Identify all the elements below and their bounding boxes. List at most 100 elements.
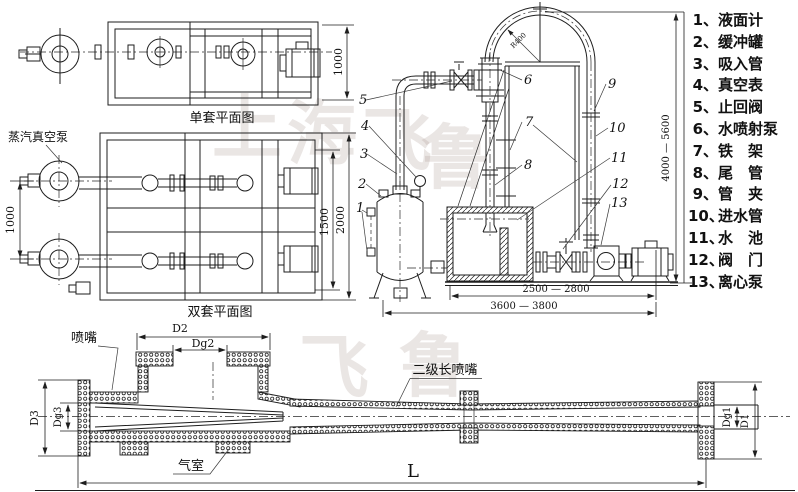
legend-item-number: 2、 [692,32,718,51]
dim-1000-label: 1000 [4,206,17,234]
legend-item-label: 管 夹 [718,185,764,204]
dim-d3-label: D3 [28,410,41,426]
nozzle-label: 喷嘴 [71,331,97,346]
watermark-char: 飞 [299,327,369,409]
legend-item-number: 5、 [692,98,718,117]
inlet-water-pipe [582,62,600,252]
legend-item-number: 3、 [692,54,718,73]
callout-1: 1 [356,201,364,216]
legend-item-number: 9、 [692,185,718,204]
check-valve [449,61,473,91]
single-set-plan-view: 1000 单套平面图 [18,21,354,126]
pipe-clamps [582,112,600,204]
watermark-char: 飞 [362,100,432,182]
legend-item-number: 8、 [692,163,718,182]
legend-item-label: 缓冲罐 [718,32,764,51]
second-stage-nozzle-label: 二级长喷嘴 [412,363,477,378]
level-gauge-tap-bottom [366,247,376,257]
callout-2: 2 [357,177,366,192]
dim-length-label: L [407,461,419,482]
arch-pipe: R400 [484,2,596,63]
legend-item: 2、缓冲罐 [688,32,798,54]
legend-item-label: 进水管 [718,207,764,226]
callout-7: 7 [525,115,534,130]
single-plan-height-dimension: 1000 [322,24,354,101]
double-plan-title: 双套平面图 [187,304,252,320]
watermark-char: 鲁 [399,325,469,407]
suction-pipe [392,61,482,190]
legend-item-number: 13、 [688,272,724,291]
watermark-char: 鲁 [421,117,491,199]
callout-10: 10 [609,121,626,136]
legend-item: 4、真空表 [688,75,798,97]
nozzle-dimensions: D2 Dg2 D3 Dg3 Dg1 D1 L [28,322,795,491]
dim-dg2-label: Dg2 [192,337,215,350]
double-set-plan-view: 蒸汽真空泵 1000 [4,129,356,320]
callout-8: 8 [524,158,532,173]
callout-9: 9 [608,77,616,92]
callout-3: 3 [360,147,368,162]
legend-item-label: 铁 架 [718,141,764,160]
legend-item-number: 10、 [688,207,724,226]
elevation-dimensions: 4000 — 5600 2500 — 2800 3600 — 3800 [382,11,692,317]
watermark-text: 上 海 飞 鲁 飞 鲁 [212,87,491,409]
legend-item: 9、管 夹 [688,184,798,206]
legend-item-number: 7、 [692,141,718,160]
single-plan-title: 单套平面图 [189,110,254,126]
dim-d2-label: D2 [172,322,188,335]
legend-item: 8、尾 管 [688,163,798,185]
steam-vacuum-pump-label: 蒸汽真空泵 [8,129,68,144]
legend-item: 7、铁 架 [688,141,798,163]
legend-item: 5、止回阀 [688,97,798,119]
nozzle-cross-section: 喷嘴 二级长喷嘴 气室 D2 Dg2 D3 Dg3 Dg1 D1 [28,322,795,491]
water-tank [440,206,534,282]
discharge-piping [533,238,645,273]
callouts: 1 2 3 4 5 6 7 8 9 10 11 12 13 [356,69,629,252]
dim-width-outer-label: 3600 — 3800 [490,301,557,312]
legend-item-label: 离心泵 [718,272,764,291]
gate-valve [555,238,577,273]
dim-dg3-label: Dg3 [53,407,64,428]
elevation-view: R400 [356,2,692,317]
legend-item: 1、液面计 [688,10,798,32]
nozzle-labels: 喷嘴 二级长喷嘴 气室 [71,331,482,475]
dim-2000-label: 2000 [334,206,347,234]
legend-item-number: 12、 [688,250,724,269]
legend-item: 6、水喷射泵 [688,119,798,141]
centrifugal-pump [589,240,674,282]
legend-item-number: 1、 [692,11,718,29]
legend-item-label: 水喷射泵 [718,119,779,138]
dim-1500-label: 1500 [318,208,331,236]
callout-13: 13 [611,196,628,211]
legend-item: 13、离心泵 [688,272,798,294]
legend-item-number: 11、 [688,228,724,247]
water-jet-ejector [473,52,504,236]
legend-item-number: 4、 [692,76,718,95]
legend-item-label: 水 池 [718,228,764,247]
air-chamber-label: 气室 [178,458,204,474]
dim-1000-label: 1000 [332,48,345,76]
watermark-char: 上 [212,87,282,169]
iron-frame [457,61,580,240]
legend-item-label: 尾 管 [718,163,764,182]
legend-item: 3、吸入管 [688,54,798,76]
callout-4: 4 [360,119,369,134]
level-gauge-tap-top [366,207,376,217]
callout-11: 11 [611,151,628,166]
dim-width-inner-label: 2500 — 2800 [522,284,589,295]
legend-item-label: 止回阀 [718,98,764,117]
legend-item: 11、水 池 [688,228,798,250]
double-plan-width-dimensions: 1500 2000 [315,132,356,301]
callout-6: 6 [524,73,532,88]
legend-item: 12、阀 门 [688,250,798,272]
legend-item-label: 吸入管 [718,54,764,73]
legend-item: 10、进水管 [688,206,798,228]
callout-12: 12 [612,177,629,192]
double-plan-spacing-dimension: 1000 [4,180,34,260]
dim-height-label: 4000 — 5600 [661,114,672,181]
dim-dg1-label: Dg1 [722,407,733,428]
parts-legend: 1、液面计 2、缓冲罐 3、吸入管 4、真空表 5、止回阀 6、水喷射泵 7、铁… [688,10,798,293]
legend-item-number: 6、 [692,119,718,138]
